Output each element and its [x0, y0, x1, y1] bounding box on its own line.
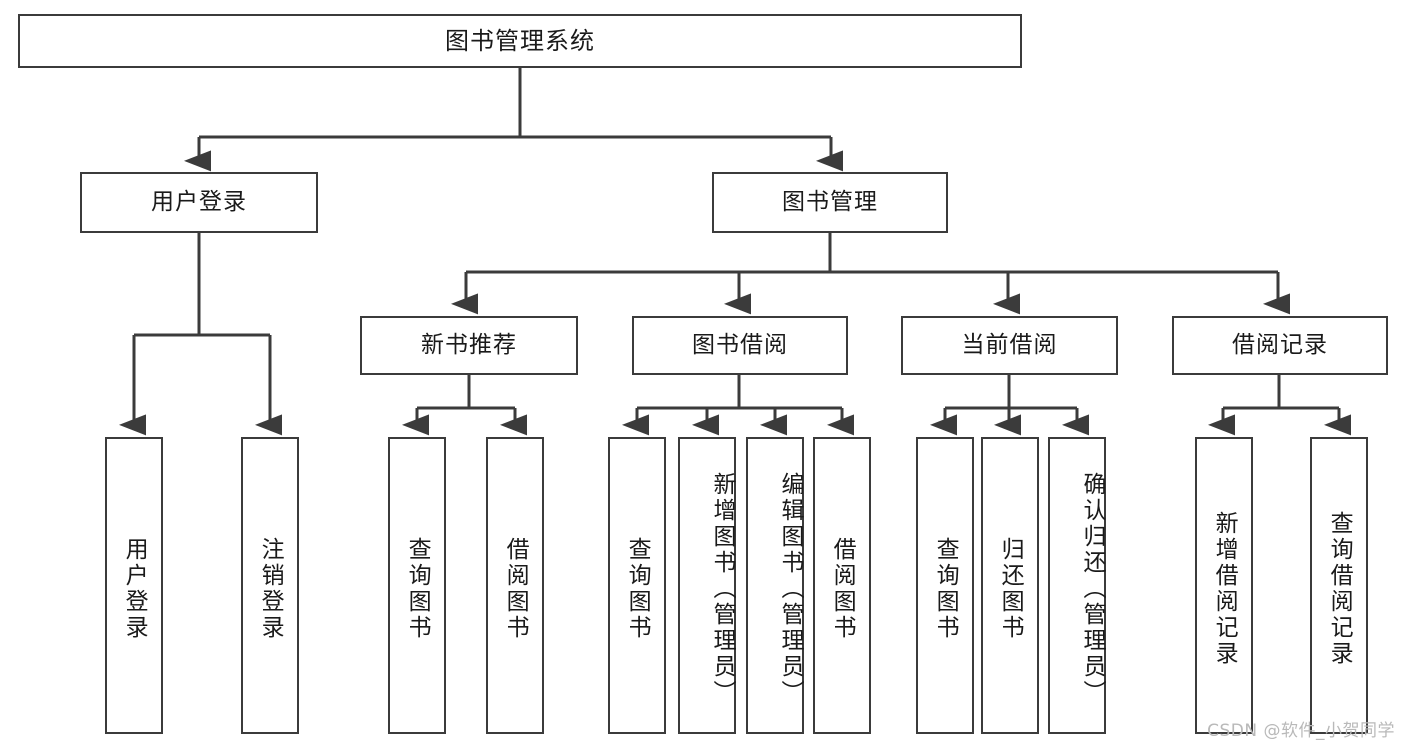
leaf-user-login-login[interactable]: 用户登录 — [105, 437, 163, 734]
leaf-borrow-borrow-book[interactable]: 借阅图书 — [813, 437, 871, 734]
leaf-new-book-borrow[interactable]: 借阅图书 — [486, 437, 544, 734]
leaf-current-return-book[interactable]: 归还图书 — [981, 437, 1039, 734]
leaf-record-add-record[interactable]: 新增借阅记录 — [1195, 437, 1253, 734]
leaf-borrow-add-book-admin[interactable]: 新增图书（管理员） — [678, 437, 736, 734]
leaf-current-query-book[interactable]: 查询图书 — [916, 437, 974, 734]
node-book-management[interactable]: 图书管理 — [712, 172, 948, 233]
leaf-current-confirm-return-admin[interactable]: 确认归还（管理员） — [1048, 437, 1106, 734]
node-root-book-management-system[interactable]: 图书管理系统 — [18, 14, 1022, 68]
node-current-borrow[interactable]: 当前借阅 — [901, 316, 1118, 375]
leaf-record-query-record[interactable]: 查询借阅记录 — [1310, 437, 1368, 734]
watermark-text: CSDN @软件_小贺同学 — [1207, 721, 1395, 741]
node-user-login[interactable]: 用户登录 — [80, 172, 318, 233]
node-book-borrow[interactable]: 图书借阅 — [632, 316, 848, 375]
leaf-user-login-logout[interactable]: 注销登录 — [241, 437, 299, 734]
leaf-borrow-query-book[interactable]: 查询图书 — [608, 437, 666, 734]
node-new-book-recommend[interactable]: 新书推荐 — [360, 316, 578, 375]
leaf-borrow-edit-book-admin[interactable]: 编辑图书（管理员） — [746, 437, 804, 734]
node-borrow-record[interactable]: 借阅记录 — [1172, 316, 1388, 375]
leaf-new-book-query[interactable]: 查询图书 — [388, 437, 446, 734]
